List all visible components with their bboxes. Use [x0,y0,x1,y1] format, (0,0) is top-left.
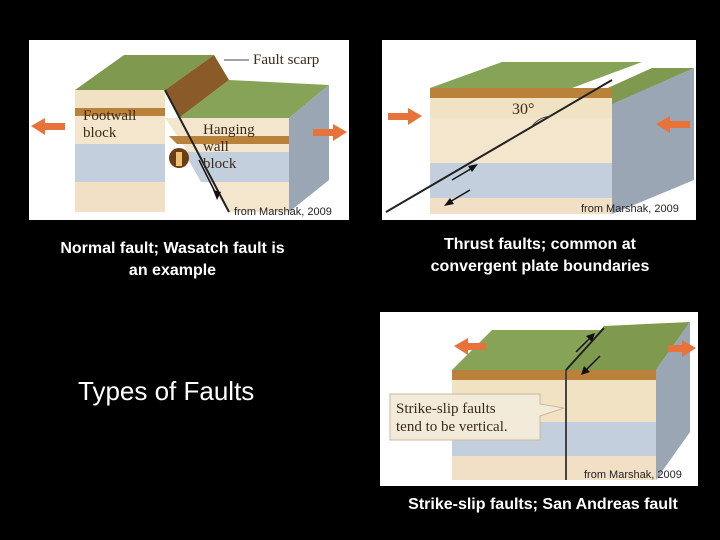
thrust-fault-caption-line2: convergent plate boundaries [430,258,650,275]
normal-fault-caption-line1: Normal fault; Wasatch fault is [60,240,285,257]
normal-fault-caption: Normal fault; Wasatch fault is an exampl… [30,238,315,282]
footwall-label-line2: block [83,125,117,141]
strike-slip-fault-panel: Strike-slip faults tend to be vertical. … [380,312,698,486]
thrust-fault-panel: 30° from Marshak, 2009 [382,40,696,220]
thrust-fault-block-diagram: 30° [385,62,694,214]
footwall-label-line1: Footwall [83,108,136,124]
thrust-fault-caption: Thrust faults; common at convergent plat… [395,234,685,278]
fault-scarp-label: Fault scarp [253,52,319,68]
strike-slip-note-line2: tend to be vertical. [396,419,508,435]
hanging-wall-label-line1: Hanging [203,122,255,138]
strike-slip-block-diagram: Strike-slip faults tend to be vertical. [389,322,696,480]
thrust-fault-credit: from Marshak, 2009 [581,203,679,215]
strike-slip-caption: Strike-slip faults; San Andreas fault [408,496,678,513]
strike-slip-note-line1: Strike-slip faults [396,401,496,417]
thrust-fault-caption-line1: Thrust faults; common at [443,236,636,253]
normal-fault-credit: from Marshak, 2009 [234,206,332,218]
slide-title: Types of Faults [78,376,255,406]
strike-slip-credit: from Marshak, 2009 [584,469,682,481]
hanging-wall-label-line2: wall [203,139,229,155]
thrust-angle-label: 30° [512,101,534,118]
normal-fault-caption-line2: an example [128,262,217,279]
normal-fault-block-diagram: Fault scarp Footwall block Hanging wall … [31,52,347,213]
normal-fault-panel: Fault scarp Footwall block Hanging wall … [29,40,349,220]
hanging-wall-label-line3: block [203,156,237,172]
